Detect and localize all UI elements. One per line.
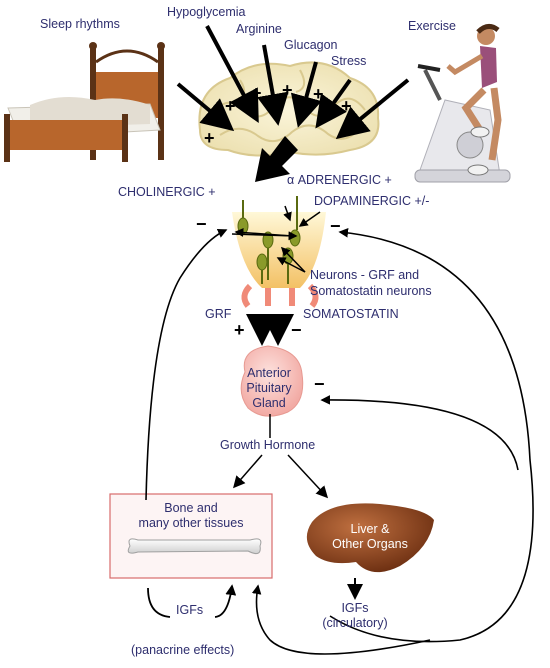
plus-sign: +	[251, 83, 262, 103]
bone-box-label: Bone and many other tissues	[110, 501, 272, 531]
input-glucagon-label: Glucagon	[284, 38, 338, 52]
igf-local-loop	[147, 586, 232, 618]
hypothalamus-to-pituitary-arrows	[246, 314, 294, 346]
liver-illustration	[306, 503, 434, 573]
panacrine-label: (panacrine effects)	[131, 643, 235, 657]
exercise-illustration	[414, 24, 511, 183]
plus-sign: +	[225, 96, 236, 116]
igfs-circulatory-line2: (circulatory)	[322, 616, 388, 630]
plus-sign: +	[341, 96, 352, 116]
minus-sign: −	[330, 216, 341, 236]
pituitary-label: Anterior Pituitary Gland	[232, 366, 306, 411]
cholinergic-label: CHOLINERGIC +	[118, 185, 216, 199]
bone-feedback-to-hypothalamus	[145, 228, 228, 501]
igf-feedback-to-pituitary	[320, 395, 519, 471]
alpha-adrenergic-label: α ADRENERGIC +	[287, 173, 392, 187]
plus-sign: +	[313, 84, 324, 104]
minus-sign: −	[314, 374, 325, 394]
grf-label: GRF	[205, 307, 232, 321]
bone-illustration	[127, 538, 262, 555]
pituitary-label-line2: Pituitary	[246, 381, 292, 395]
pituitary-label-line1: Anterior	[247, 366, 291, 380]
plus-sign: +	[204, 128, 215, 148]
liver-label-line2: Other Organs	[332, 537, 408, 551]
plus-sign: +	[234, 320, 245, 340]
input-hypoglycemia-label: Hypoglycemia	[167, 5, 246, 19]
input-sleep-label: Sleep rhythms	[40, 17, 120, 31]
plus-sign: +	[282, 80, 293, 100]
igfs-local-label: IGFs	[176, 603, 204, 617]
igfs-circulatory-label: IGFs (circulatory)	[315, 601, 395, 631]
liver-label-line1: Liver &	[350, 522, 390, 536]
somatostatin-label: SOMATOSTATIN	[303, 307, 399, 321]
minus-sign: −	[196, 214, 207, 234]
igfs-circulatory-line1: IGFs	[341, 601, 369, 615]
minus-sign: −	[291, 320, 302, 340]
bone-box-label-line1: Bone and	[164, 501, 218, 515]
pituitary-gland	[240, 345, 304, 417]
pituitary-label-line3: Gland	[252, 396, 286, 410]
input-arrows	[176, 25, 410, 140]
growth-hormone-arrows	[233, 414, 329, 499]
liver-label: Liver & Other Organs	[320, 522, 420, 552]
bone-box-label-line2: many other tissues	[138, 516, 244, 530]
input-stress-label: Stress	[331, 54, 367, 68]
dopaminergic-label: DOPAMINERGIC +/-	[314, 194, 430, 208]
igf-feedback-to-hypothalamus	[329, 228, 534, 643]
input-arginine-label: Arginine	[236, 22, 282, 36]
bed-illustration	[4, 42, 165, 162]
growth-hormone-label: Growth Hormone	[220, 438, 316, 452]
igf-feedback-to-bone	[251, 584, 431, 655]
neurons-label-line1: Neurons - GRF and	[310, 268, 420, 282]
input-exercise-label: Exercise	[408, 19, 456, 33]
hypothalamus-illustration	[231, 196, 326, 308]
bone-box	[109, 493, 273, 579]
brain-to-hypothalamus-arrow	[255, 136, 298, 182]
neurons-label-line2: Somatostatin neurons	[310, 284, 432, 298]
